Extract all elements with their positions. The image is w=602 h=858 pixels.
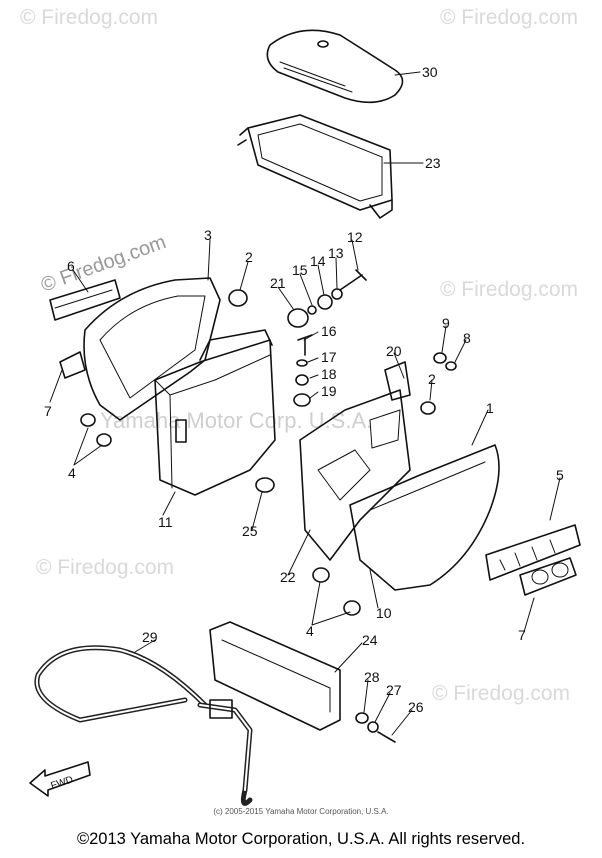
callout-24: 24 xyxy=(362,632,378,648)
fwd-label: FWD xyxy=(50,774,75,792)
callout-14: 14 xyxy=(310,253,326,269)
callout-29: 29 xyxy=(142,629,158,645)
callout-30: 30 xyxy=(422,64,438,80)
callout-20: 20 xyxy=(386,343,402,359)
callout-2: 2 xyxy=(245,249,253,265)
callout-4: 4 xyxy=(68,465,76,481)
leader-lines xyxy=(49,71,561,736)
callout-21: 21 xyxy=(270,275,286,291)
callout-22: 22 xyxy=(280,569,296,585)
watermark: © Firedog.com xyxy=(20,6,159,29)
callout-1: 1 xyxy=(486,400,494,416)
callout-28: 28 xyxy=(364,669,380,685)
callout-16: 16 xyxy=(321,323,337,339)
callout-18: 18 xyxy=(321,366,337,382)
small-copyright: (c) 2005-2015 Yamaha Motor Corporation, … xyxy=(213,807,389,816)
callout-7b: 7 xyxy=(518,627,526,643)
callout-12: 12 xyxy=(347,229,363,245)
part-29-cable xyxy=(34,645,253,806)
callout-4b: 4 xyxy=(306,623,314,639)
callout-3: 3 xyxy=(204,227,212,243)
callout-5: 5 xyxy=(556,467,564,483)
watermark: © Firedog.com xyxy=(440,278,579,301)
watermark: © Firedog.com xyxy=(36,556,175,579)
hardware xyxy=(80,269,457,743)
watermark: © Firedog.com xyxy=(440,6,579,29)
callout-6: 6 xyxy=(67,258,75,274)
part-30-pad xyxy=(266,29,404,104)
part-3-left-cover xyxy=(59,277,221,421)
callout-9: 9 xyxy=(442,315,450,331)
callout-8: 8 xyxy=(463,330,471,346)
part-6-bracket xyxy=(49,279,121,321)
callout-23: 23 xyxy=(425,155,441,171)
callout-2b: 2 xyxy=(428,371,436,387)
part-5-emblem xyxy=(485,524,581,581)
part-7-emblem xyxy=(519,557,577,596)
callout-27: 27 xyxy=(386,682,402,698)
callout-15: 15 xyxy=(292,262,308,278)
callout-7: 7 xyxy=(44,403,52,419)
callout-25: 25 xyxy=(242,523,258,539)
part-1-right-cover xyxy=(349,444,500,591)
callout-26: 26 xyxy=(408,699,424,715)
watermark: © Firedog.com xyxy=(432,682,571,705)
footer-copyright: ©2013 Yamaha Motor Corporation, U.S.A. A… xyxy=(76,830,526,848)
watermark-center: Yamaha Motor Corp. U.S.A. xyxy=(100,408,373,433)
callout-13: 13 xyxy=(328,245,344,261)
part-24-tool-box xyxy=(209,621,341,731)
callout-11: 11 xyxy=(158,514,173,530)
fwd-arrow xyxy=(29,761,91,797)
part-23-tray xyxy=(237,114,393,219)
callout-17: 17 xyxy=(321,349,337,365)
callout-10: 10 xyxy=(376,605,392,621)
part-11-battery-box xyxy=(154,329,276,496)
callout-19: 19 xyxy=(321,383,337,399)
callout-numbers: 30 23 3 2 6 21 15 14 13 12 16 17 18 19 9… xyxy=(44,64,564,792)
